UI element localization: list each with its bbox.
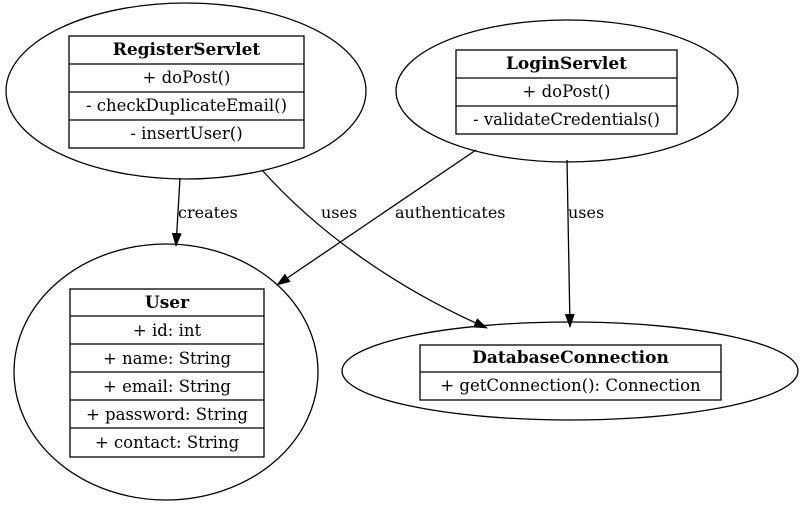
edge-creates-line (171, 177, 182, 247)
user-attribute: + contact: String (95, 433, 240, 452)
login-servlet-title: LoginServlet (506, 54, 627, 74)
node-user: User + id: int + name: String + email: S… (13, 243, 319, 501)
user-attribute: + password: String (86, 405, 248, 424)
edge-register-uses-db: uses (261, 169, 488, 329)
user-title: User (145, 293, 190, 313)
register-servlet-method: + doPost() (143, 68, 231, 87)
user-attribute: + email: String (103, 377, 231, 396)
node-register-servlet-ellipse (5, 2, 367, 180)
edge-login-uses-db: uses (564, 159, 604, 328)
node-register-servlet: RegisterServlet + doPost() - checkDuplic… (5, 2, 367, 180)
node-login-servlet-ellipse (395, 19, 739, 163)
edge-label-creates: creates (178, 203, 238, 222)
node-login-servlet: LoginServlet + doPost() - validateCreden… (395, 19, 739, 163)
edge-label-uses-login: uses (568, 203, 604, 222)
register-servlet-method: - checkDuplicateEmail() (86, 96, 287, 115)
edge-register-uses-line (261, 169, 488, 329)
database-connection-title: DatabaseConnection (472, 348, 669, 368)
node-user-ellipse (13, 243, 319, 501)
edge-creates: creates (171, 177, 238, 247)
register-servlet-title: RegisterServlet (113, 40, 261, 60)
user-attribute: + id: int (133, 321, 202, 340)
node-database-connection: DatabaseConnection + getConnection(): Co… (341, 321, 799, 421)
edge-label-authenticates: authenticates (395, 203, 506, 222)
database-connection-method: + getConnection(): Connection (440, 376, 701, 395)
node-login-servlet-box (455, 49, 678, 135)
edge-login-uses-line (564, 159, 575, 328)
node-database-connection-ellipse (341, 321, 799, 421)
edge-label-uses-register: uses (321, 203, 357, 222)
login-servlet-method: + doPost() (523, 82, 611, 101)
edge-authenticates: authenticates (276, 149, 506, 286)
login-servlet-method: - validateCredentials() (473, 110, 660, 129)
register-servlet-method: - insertUser() (130, 124, 242, 143)
user-attribute: + name: String (103, 349, 231, 368)
edge-authenticates-line (276, 149, 477, 286)
node-user-box (69, 288, 265, 458)
